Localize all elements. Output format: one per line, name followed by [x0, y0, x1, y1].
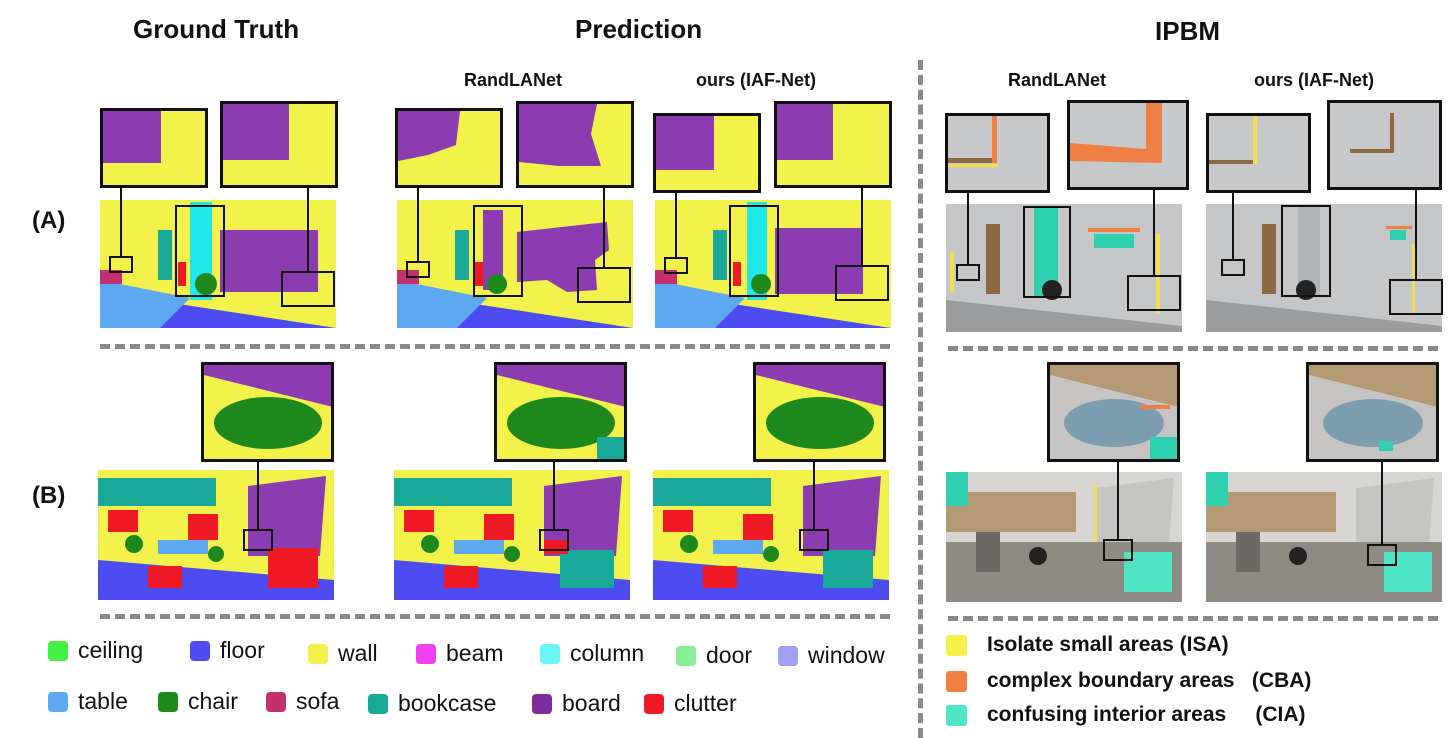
zoom-a-rl-1: [395, 108, 503, 188]
ipbm-divider: [918, 60, 923, 738]
legend-item-window: window: [778, 642, 885, 669]
legend-swatch: [368, 693, 388, 714]
legend-label: sofa: [296, 688, 340, 714]
zoom-b-ipbm-rl: [1047, 362, 1180, 462]
legend-item-bookcase: bookcase: [368, 690, 496, 717]
legend-item-clutter: clutter: [644, 690, 737, 717]
legend-item-floor: floor: [190, 637, 265, 664]
subheader-pred-ours: ours (IAF-Net): [696, 70, 816, 90]
legend-swatch: [946, 704, 967, 726]
zoom-a-gt-2: [220, 101, 338, 188]
zoom-a-ipbm-rl-2: [1067, 100, 1189, 190]
legend-label: ceiling: [78, 637, 144, 663]
row-label-a: (A): [32, 207, 66, 234]
legend-swatch: [778, 645, 798, 666]
zoom-a-ipbm-ours-1: [1206, 113, 1311, 193]
legend-label: chair: [188, 688, 238, 714]
scene-b-ipbm-randlanet: [946, 472, 1182, 602]
scene-b-ground-truth: [98, 470, 334, 600]
header-ipbm: IPBM: [1155, 16, 1220, 46]
zoom-b-ipbm-ours: [1306, 362, 1439, 462]
zoom-a-ours-2: [774, 101, 892, 188]
legend-label: confusing interior areas (CIA): [987, 703, 1306, 726]
legend-label: table: [78, 688, 128, 714]
scene-a-ipbm-ours: [1206, 204, 1442, 332]
subheader-ipbm-randlanet: RandLANet: [1008, 70, 1106, 90]
legend-label: board: [562, 690, 621, 716]
zoom-a-ipbm-rl-1: [945, 113, 1050, 193]
zoom-b-gt: [201, 362, 334, 462]
legend-label: wall: [338, 640, 378, 666]
legend-swatch: [644, 693, 664, 714]
zoom-a-ours-1: [653, 113, 761, 193]
header-ground-truth: Ground Truth: [133, 14, 300, 44]
zoom-a-ipbm-ours-2: [1327, 100, 1442, 190]
legend-swatch: [158, 691, 178, 712]
legend-label: clutter: [674, 690, 737, 716]
legend-item-board: board: [532, 690, 621, 717]
legend-item-table: table: [48, 688, 128, 715]
legend-swatch: [540, 643, 560, 664]
zoom-b-rl: [494, 362, 627, 462]
legend-label: floor: [220, 637, 265, 663]
scene-a-ground-truth: [100, 200, 336, 328]
legend-item-ceiling: ceiling: [48, 637, 143, 664]
legend-swatch: [48, 691, 68, 712]
zoom-a-rl-2: [516, 101, 634, 188]
legend-separator-left: [100, 614, 890, 619]
legend-swatch: [676, 645, 696, 666]
row-label-b: (B): [32, 482, 66, 509]
legend-swatch: [266, 691, 286, 712]
legend-label: window: [808, 642, 885, 668]
subheader-ipbm-ours: ours (IAF-Net): [1254, 70, 1374, 90]
zoom-b-ours: [753, 362, 886, 462]
legend-swatch: [190, 640, 210, 661]
scene-a-ipbm-randlanet: [946, 204, 1182, 332]
row-separator-right: [948, 346, 1438, 351]
legend-swatch: [946, 670, 967, 692]
header-prediction: Prediction: [575, 14, 703, 44]
scene-b-pred-randlanet: [394, 470, 630, 600]
subheader-pred-randlanet: RandLANet: [464, 70, 562, 90]
legend-label: door: [706, 642, 753, 668]
scene-a-pred-ours: [655, 200, 891, 328]
legend-item-beam: beam: [416, 640, 504, 667]
legend-separator-right: [948, 616, 1438, 621]
legend-item-chair: chair: [158, 688, 238, 715]
ipbm-legend-cia: confusing interior areas (CIA): [946, 703, 1306, 727]
scene-b-pred-ours: [653, 470, 889, 600]
legend-label: bookcase: [398, 690, 497, 716]
legend-item-column: column: [540, 640, 644, 667]
scene-a-pred-randlanet: [397, 200, 633, 328]
ipbm-legend-cba: complex boundary areas (CBA): [946, 669, 1311, 693]
legend-label: column: [570, 640, 645, 666]
legend-swatch: [946, 634, 967, 656]
row-separator-left: [100, 344, 890, 349]
legend-label: Isolate small areas (ISA): [987, 633, 1229, 656]
legend-swatch: [416, 643, 436, 664]
zoom-a-gt-1: [100, 108, 208, 188]
legend-swatch: [48, 640, 68, 661]
legend-item-door: door: [676, 642, 752, 669]
legend-label: complex boundary areas (CBA): [987, 669, 1312, 692]
legend-item-sofa: sofa: [266, 688, 339, 715]
legend-item-wall: wall: [308, 640, 378, 667]
ipbm-legend-isa: Isolate small areas (ISA): [946, 633, 1229, 657]
legend-swatch: [308, 643, 328, 664]
scene-b-ipbm-ours: [1206, 472, 1442, 602]
legend-swatch: [532, 693, 552, 714]
legend-label: beam: [446, 640, 504, 666]
